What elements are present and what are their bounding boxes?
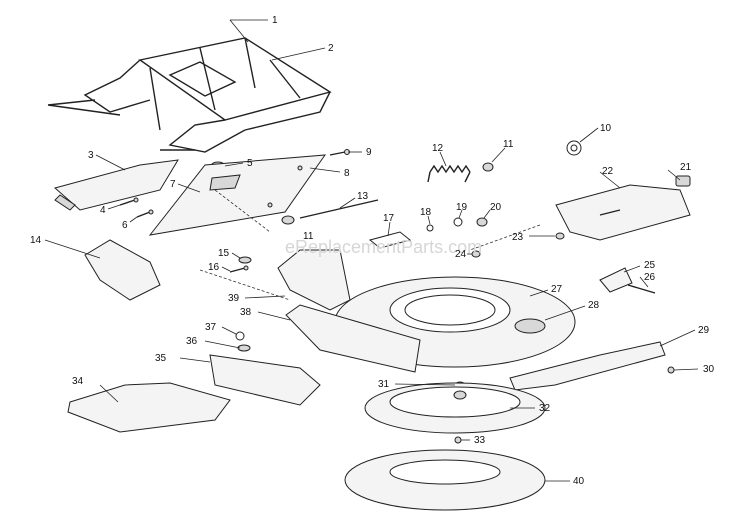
watermark-text: eReplacementParts.com	[285, 237, 482, 257]
washer-19[interactable]	[453, 217, 463, 227]
callout-14: 14	[30, 235, 42, 246]
callout-28: 28	[588, 300, 600, 311]
callout-19: 19	[456, 202, 468, 213]
callout-27: 27	[551, 284, 563, 295]
callout-20: 20	[490, 202, 502, 213]
plate-25[interactable]	[599, 267, 633, 293]
screw-23[interactable]	[555, 232, 565, 240]
bracket-left[interactable]	[53, 159, 179, 211]
callout-7: 7	[170, 179, 176, 190]
callout-24: 24	[455, 249, 467, 260]
front-cover-34[interactable]	[67, 382, 231, 433]
callout-38: 38	[240, 307, 252, 318]
callout-2: 2	[328, 43, 334, 54]
callout-11a: 11	[503, 139, 514, 150]
callout-30: 30	[703, 364, 715, 375]
callout-29: 29	[698, 325, 710, 336]
callout-37: 37	[205, 322, 217, 333]
callout-16: 16	[208, 262, 220, 273]
leader-lines	[44, 19, 699, 482]
callout-23: 23	[512, 232, 524, 243]
callout-6: 6	[122, 220, 128, 231]
nut-20[interactable]	[476, 217, 488, 227]
callout-32: 32	[539, 403, 551, 414]
callout-18: 18	[420, 207, 432, 218]
callout-5: 5	[247, 158, 253, 169]
callout-33: 33	[474, 435, 486, 446]
pan-32[interactable]	[364, 382, 546, 434]
callout-22: 22	[602, 166, 614, 177]
callout-35: 35	[155, 353, 167, 364]
deflector-28[interactable]	[514, 318, 546, 334]
callout-10: 10	[600, 123, 612, 134]
callout-21: 21	[680, 162, 692, 173]
washer-18[interactable]	[426, 224, 434, 232]
callout-8: 8	[344, 168, 350, 179]
callout-labels: 1 2 3 4 5 6 7 8 9 10 11 12 13 14 11 15 1…	[30, 15, 715, 487]
callout-39: 39	[228, 293, 240, 304]
callout-13: 13	[357, 191, 369, 202]
washer-37[interactable]	[235, 331, 245, 341]
callout-4: 4	[100, 205, 106, 216]
lever-17[interactable]	[368, 231, 412, 249]
callout-12: 12	[432, 143, 444, 154]
rear-plate[interactable]	[148, 154, 327, 236]
callout-11b: 11	[303, 231, 314, 242]
chute-housing-39[interactable]	[277, 249, 351, 311]
handle-frame[interactable]	[47, 37, 332, 153]
catcher-bag-14[interactable]	[84, 239, 161, 301]
callout-17: 17	[383, 213, 395, 224]
callout-34: 34	[72, 376, 84, 387]
callout-9: 9	[366, 147, 372, 158]
callout-40: 40	[573, 476, 585, 487]
screw-33[interactable]	[454, 436, 462, 444]
washer-15[interactable]	[238, 256, 252, 264]
pin-26[interactable]	[627, 284, 656, 294]
callout-31: 31	[378, 379, 390, 390]
rod-13[interactable]	[299, 199, 379, 219]
rear-cover-22[interactable]	[555, 184, 691, 241]
callout-15: 15	[218, 248, 230, 259]
callout-26: 26	[644, 272, 656, 283]
nut-11b[interactable]	[281, 215, 295, 225]
screw-30[interactable]	[667, 366, 675, 374]
nut-11[interactable]	[482, 162, 494, 172]
front-plate-35[interactable]	[209, 354, 321, 406]
spring-12[interactable]	[427, 164, 471, 183]
bolt-4[interactable]	[119, 197, 139, 206]
knob-21[interactable]	[675, 175, 691, 187]
bolt-9[interactable]	[329, 149, 350, 156]
clip-10[interactable]	[566, 140, 582, 156]
side-panel-38[interactable]	[285, 304, 421, 373]
callout-25: 25	[644, 260, 656, 271]
callout-1: 1	[272, 15, 278, 26]
callout-36: 36	[186, 336, 198, 347]
screw-6[interactable]	[136, 209, 154, 218]
ring-40[interactable]	[344, 449, 546, 511]
bolt-16[interactable]	[229, 265, 249, 273]
callout-3: 3	[88, 150, 94, 161]
